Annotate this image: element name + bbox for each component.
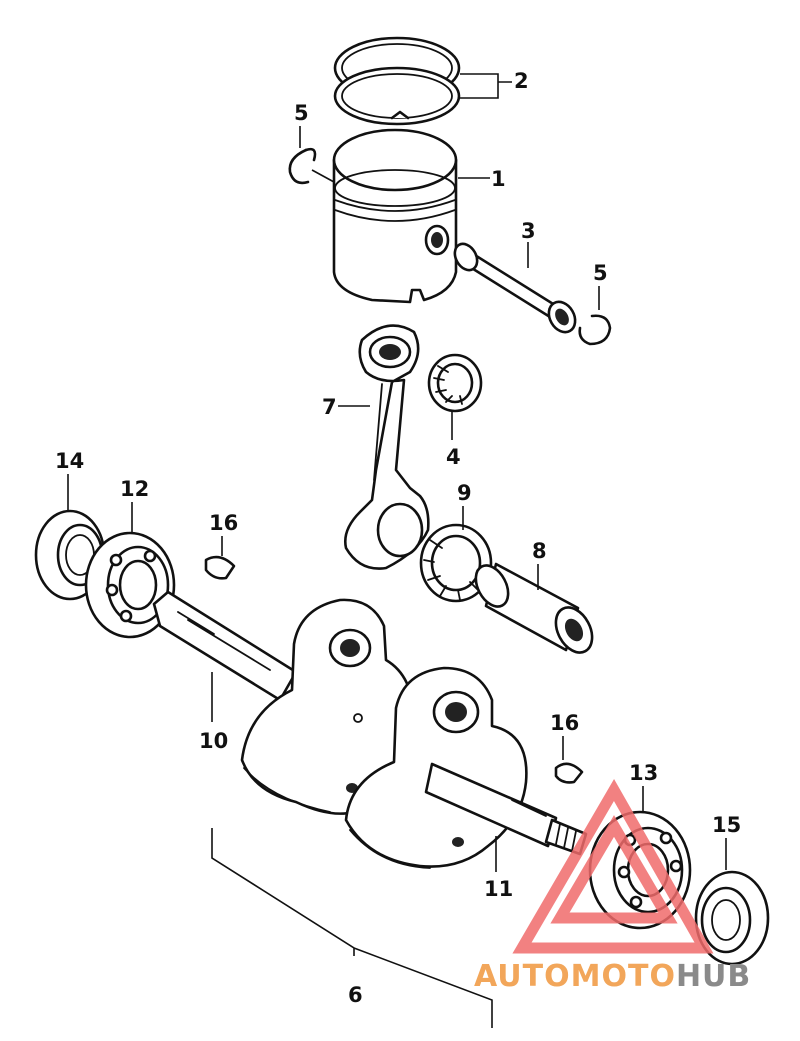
callout-8: 8: [532, 539, 547, 563]
callout-1: 1: [491, 167, 506, 191]
watermark-logo: AUTOMOTOHUB: [474, 778, 751, 994]
callout-4: 4: [446, 445, 461, 469]
callout-16-left: 16: [209, 511, 238, 535]
big-end-bearing: [419, 523, 493, 603]
piston: [332, 128, 458, 304]
ball-bearing-left: [84, 531, 176, 639]
callout-5-lower: 5: [593, 261, 608, 285]
woodruff-key-left: [204, 555, 236, 580]
callout-labels: 1 2 3 5 5 4 7 9 8 14 12 16 10 16 13 15 1…: [55, 69, 741, 1007]
callout-16-right: 16: [550, 711, 579, 735]
woodruff-key-right: [554, 762, 584, 784]
watermark-triangle-inner: [550, 815, 678, 924]
callout-13: 13: [629, 761, 658, 785]
watermark-triangle-outer: [512, 778, 714, 954]
callout-11: 11: [484, 877, 513, 901]
piston-pin: [453, 242, 577, 334]
small-end-bearing: [427, 353, 483, 413]
callout-2: 2: [514, 69, 529, 93]
crankshaft-right-half: [344, 666, 588, 869]
callout-3: 3: [521, 219, 536, 243]
callout-9: 9: [457, 481, 472, 505]
oil-seal-right: [694, 870, 770, 966]
callout-5-upper: 5: [294, 101, 309, 125]
watermark-text: AUTOMOTOHUB: [474, 959, 751, 994]
callout-10: 10: [199, 729, 228, 753]
callout-15: 15: [712, 813, 741, 837]
leader-lines: [67, 73, 727, 1028]
watermark-part2: HUB: [676, 959, 751, 994]
crank-pin: [474, 562, 594, 654]
callout-14: 14: [55, 449, 84, 473]
crankshaft-left-half: [152, 590, 415, 815]
connecting-rod: [344, 324, 430, 570]
circlip-lower: [578, 314, 612, 346]
callout-12: 12: [120, 477, 149, 501]
watermark-part1: AUTOMOTO: [474, 959, 676, 994]
piston-rings: [333, 36, 461, 126]
callout-7: 7: [322, 395, 337, 419]
callout-6: 6: [348, 983, 363, 1007]
circlip-upper: [288, 147, 317, 185]
